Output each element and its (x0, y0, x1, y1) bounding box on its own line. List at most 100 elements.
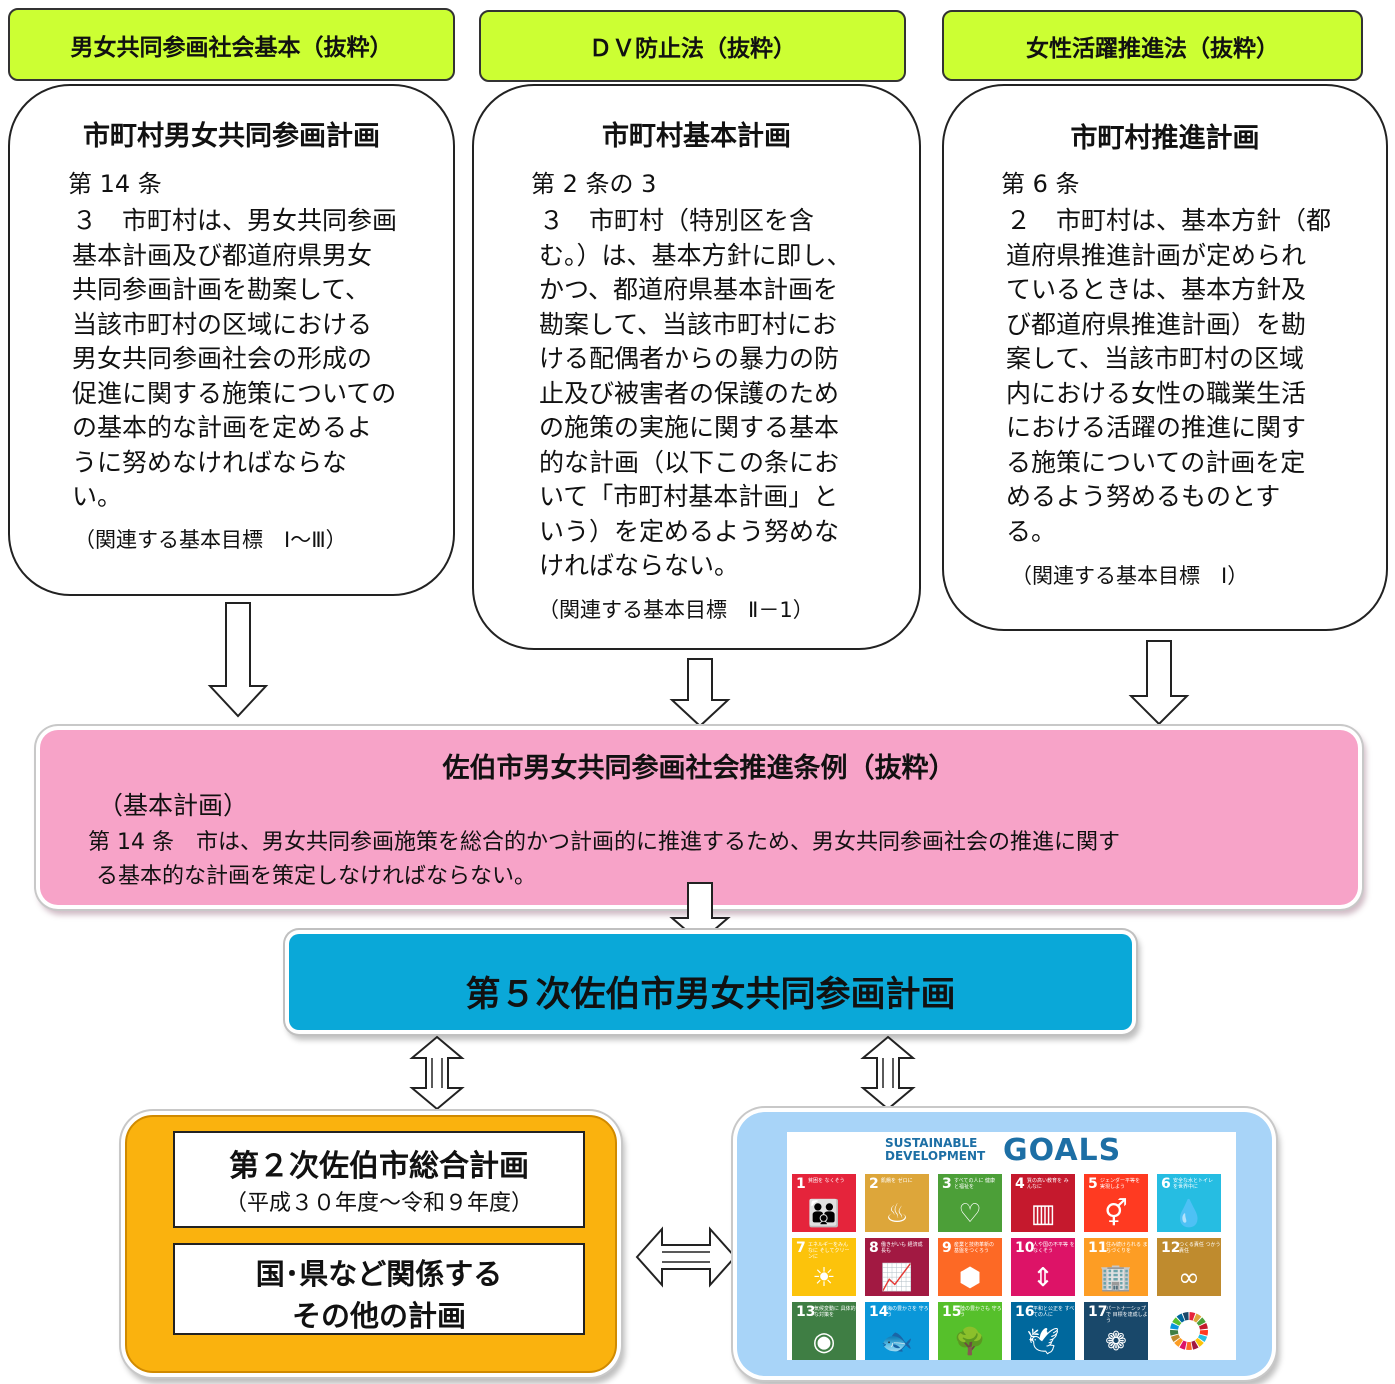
fish-icon: 🐟 (880, 1327, 914, 1357)
sdgs-logo-text: DEVELOPMENT (885, 1149, 986, 1163)
eye-globe-icon: ◉ (812, 1327, 836, 1357)
sdg-wheel-segment (1193, 1313, 1202, 1323)
article-body: ２ 市町村は、基本方針（都道府県推進計画が定められているときは、基本方針及び都道… (1006, 204, 1331, 549)
main-plan-title: 第５次佐伯市男女共同参画計画 (465, 975, 956, 1015)
article-body-line: 基本計画及び都道府県男女 (72, 240, 373, 270)
book-icon: ▥ (1030, 1199, 1056, 1229)
sdg-wheel-segment (1176, 1313, 1185, 1323)
article-body-line: ２ 市町村は、基本方針（都 (1006, 206, 1332, 235)
sdg-goal-number: 7 (796, 1240, 806, 1256)
sdg-goal-number: 11 (1088, 1240, 1108, 1256)
double-arrow-vertical-icon (409, 1035, 465, 1111)
article-body: ３ 市町村は、男女共同参画基本計画及び都道府県男女共同参画計画を勘案して、当該市… (72, 204, 397, 515)
article-body-line: 案して、当該市町村の区域 (1006, 344, 1305, 373)
sdg-goal-label: 働きがいも 経済成長も (881, 1242, 923, 1254)
sdg-goal-label: 人や国の不平等 をなくそう (1033, 1242, 1075, 1254)
sdg-goal-number: 14 (869, 1304, 889, 1320)
tree-icon: 🌳 (953, 1327, 987, 1357)
sdgs-logo-goals: GOALS (1003, 1133, 1122, 1168)
law-tab-label: ＤＶ防止法（抜粋） (589, 36, 796, 62)
article-body-line: における活躍の推進に関す (1006, 413, 1307, 442)
article-body-line: かつ、都道府県基本計画を (539, 275, 839, 304)
article-body-line: 内における女性の職業生活 (1006, 378, 1307, 408)
cubes-icon: ⬢ (958, 1263, 982, 1293)
down-arrow-icon (1128, 640, 1190, 726)
sdg-goal-number: 8 (869, 1240, 879, 1256)
down-arrow-icon (207, 602, 269, 718)
sdg-goal-label: 産業と技術革新の 基盤をつくろう (954, 1242, 995, 1254)
sdgs-logo: SUSTAINABLE DEVELOPMENT GOALS (885, 1133, 1145, 1169)
sdg-goal-number: 13 (796, 1304, 816, 1320)
article-body-line: の施策の実施に関する基本 (539, 413, 840, 442)
article-body-line: 共同参画計画を勘案して、 (72, 275, 371, 304)
sdg-wheel-segment (1172, 1317, 1182, 1326)
article-body-line: び都道府県推進計画）を勘 (1006, 309, 1307, 339)
sdg-goal-label: エネルギーをみんなに そしてクリーンに (808, 1242, 850, 1260)
article-body-line: 止及び被害者の保護のため (539, 378, 840, 408)
plan-box-municipal-gender-equality: 市町村男女共同参画計画 第 14 条 ３ 市町村は、男女共同参画基本計画及び都道… (8, 84, 455, 596)
article-body-line: い。 (72, 482, 123, 511)
sdg-goal-label: つくる責任 つかう責任 (1179, 1242, 1221, 1254)
article-body-line: 的な計画（以下この条にお (539, 447, 840, 477)
sdg-goal-number: 17 (1088, 1304, 1108, 1320)
article-body-line: 男女共同参画社会の形成の (72, 344, 373, 373)
article-body-line: 道府県推進計画が定められ (1006, 240, 1307, 270)
related-goal-note: （関連する基本目標 Ⅱ－1） (538, 598, 814, 622)
comprehensive-plan-period: （平成３０年度～令和９年度） (224, 1191, 533, 1216)
article-body-line: 促進に関する施策についての (72, 378, 397, 408)
growth-chart-icon: 📈 (880, 1263, 914, 1293)
sdg-wheel-segment (1198, 1323, 1208, 1330)
sdg-goal-number: 15 (942, 1304, 962, 1320)
article-body-line: ３ 市町村は、男女共同参画 (72, 206, 398, 235)
other-plans-box: 国･県など関係する その他の計画 (173, 1243, 585, 1335)
law-tab-women-activity: 女性活躍推進法（抜粋） (942, 10, 1363, 81)
article-body-line: ３ 市町村（特別区を含 (539, 206, 815, 235)
sdg-wheel-segment (1199, 1329, 1208, 1336)
sdg-goal-label: パートナーシップで 目標を達成しよう (1106, 1306, 1148, 1324)
down-arrow-icon (669, 658, 731, 728)
sdg-goal-number: 4 (1015, 1176, 1025, 1192)
sdg-goal-label: 陸の豊かさも 守ろう (960, 1306, 1002, 1318)
sdg-goal-label: 安全な水とトイレ を世界中に (1173, 1178, 1214, 1190)
plan-box-municipal-basic: 市町村基本計画 第 2 条の 3 ３ 市町村（特別区を含む。）は、基本方針に即し… (472, 84, 921, 650)
sdg-goal-number: 2 (869, 1176, 879, 1192)
main-plan-box: 第５次佐伯市男女共同参画計画 (289, 934, 1132, 1030)
article-body: ３ 市町村（特別区を含む。）は、基本方針に即し、かつ、都道府県基本計画を勘案して… (539, 204, 852, 584)
law-tab-label: 女性活躍推進法（抜粋） (1026, 35, 1279, 62)
sdg-goal-label: 平和と公正を すべての人に (1033, 1306, 1075, 1318)
sdg-wheel-segment (1174, 1337, 1183, 1347)
article-number: 第 14 条 (68, 170, 162, 198)
infinity-icon: ∞ (1178, 1263, 1200, 1293)
sdg-goal-label: 質の高い教育を みんなに (1027, 1178, 1069, 1190)
article-body-line: る施策についての計画を定 (1006, 447, 1306, 477)
article-body-line: 当該市町村の区域における (72, 309, 373, 339)
sdg-goal-label: 貧困を なくそう (808, 1178, 845, 1184)
sdg-goal-label: ジェンダー平等を 実現しよう (1100, 1178, 1141, 1190)
article-body-line: む。）は、基本方針に即し、 (539, 240, 852, 270)
sdg-wheel-segment (1191, 1340, 1199, 1350)
sdg-wheel-segment (1189, 1312, 1196, 1321)
gender-icon: ⚥ (1104, 1199, 1128, 1229)
article-body-line: ける配偶者からの暴力の防 (539, 344, 840, 373)
double-arrow-horizontal-icon (635, 1226, 737, 1288)
article-body-line: の基本的な計画を定めるよ (72, 413, 373, 442)
article-body-line: ているときは、基本方針及 (1006, 275, 1307, 304)
sdg-goal-number: 1 (796, 1176, 806, 1192)
sdg-goal-label: 飢餓を ゼロに (881, 1178, 913, 1184)
water-drop-icon: 💧 (1172, 1199, 1206, 1229)
comprehensive-plan-title: 第２次佐伯市総合計画 (229, 1149, 529, 1184)
related-goal-note: （関連する基本目標 Ⅰ） (1011, 564, 1249, 588)
